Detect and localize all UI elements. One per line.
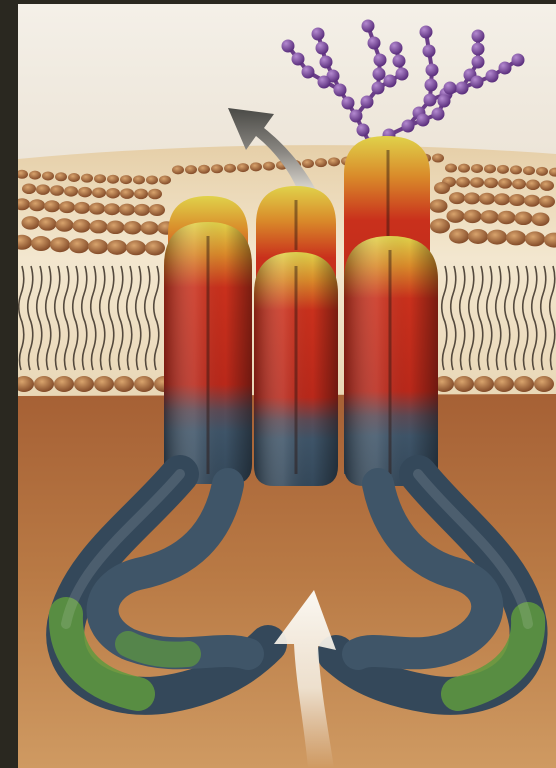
protein-illustration <box>18 4 556 768</box>
